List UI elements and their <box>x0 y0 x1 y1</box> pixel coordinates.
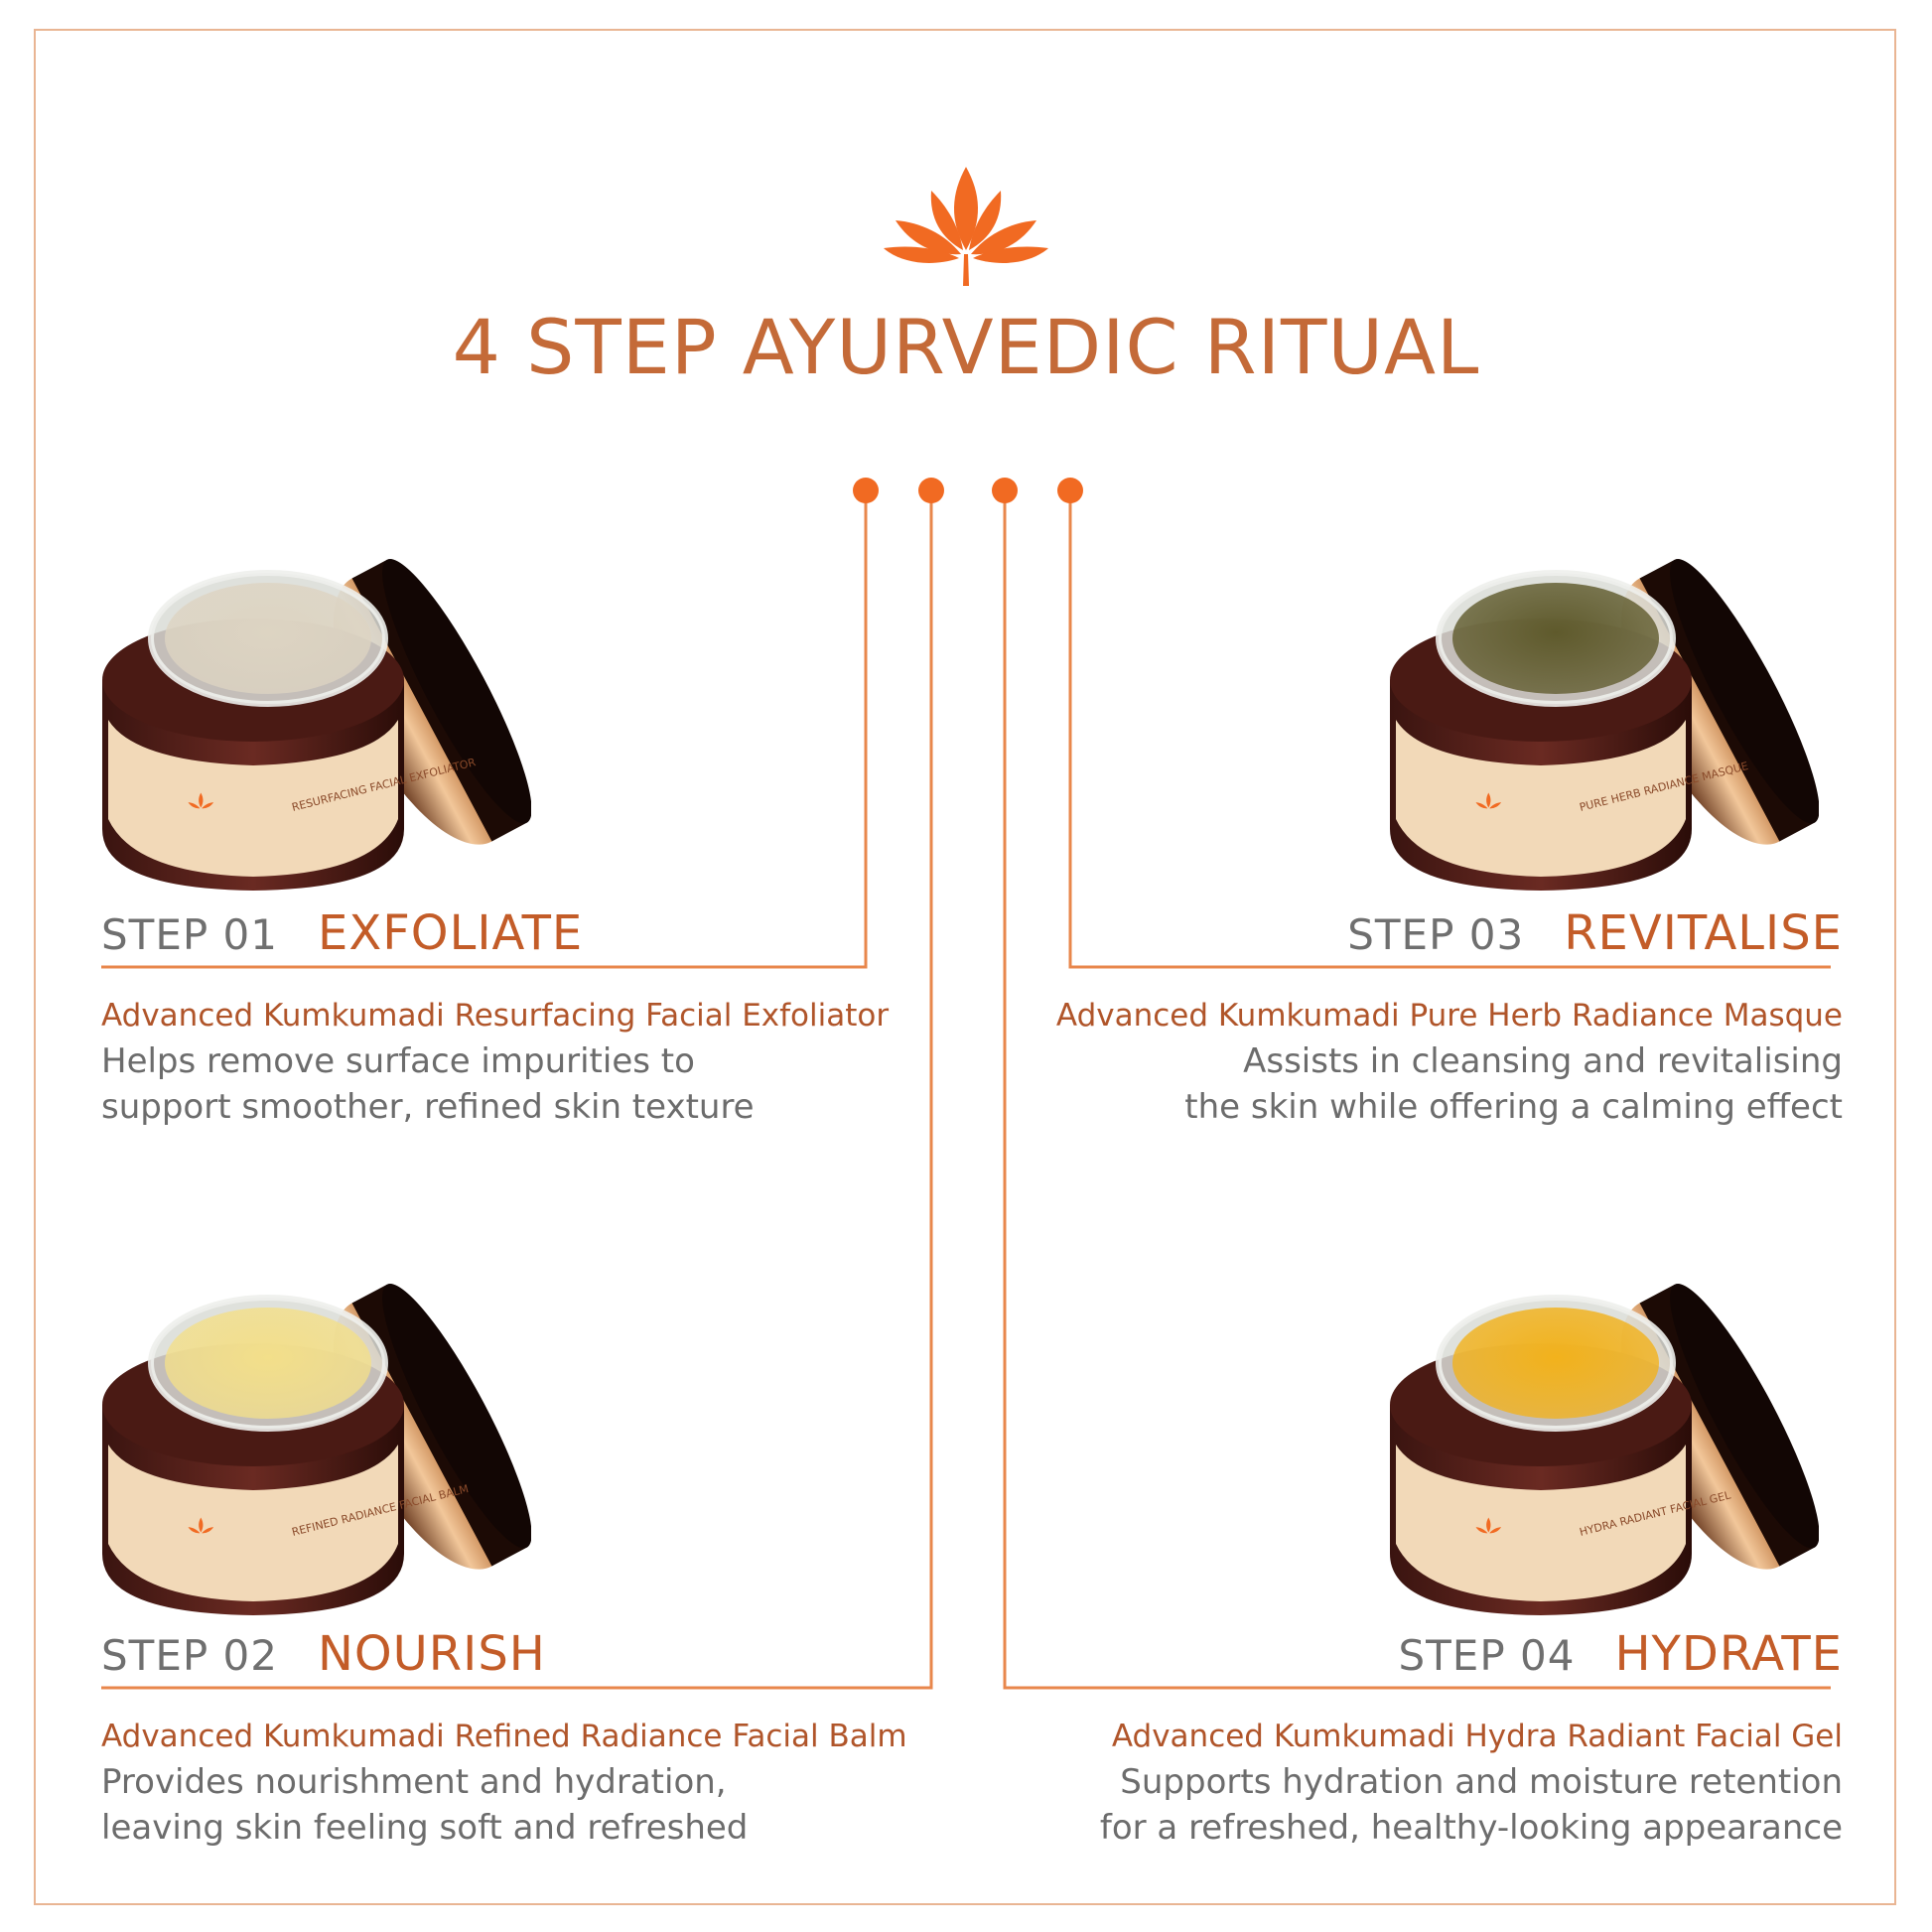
step-number: STEP 02 <box>101 1631 278 1680</box>
product-description-line1: Helps remove surface impurities to <box>101 1041 695 1081</box>
step-03-block: STEP 03 REVITALISE Advanced Kumkumadi Pur… <box>1029 905 1843 1130</box>
connector-step-01 <box>101 492 868 969</box>
product-description-line2: support smoother, refined skin texture <box>101 1087 755 1127</box>
product-name: Advanced Kumkumadi Refined Radiance Faci… <box>101 1719 907 1754</box>
product-description-line1: Provides nourishment and hydration, <box>101 1762 727 1802</box>
dot-step-03 <box>992 478 1018 503</box>
step-number: STEP 03 <box>1347 910 1525 959</box>
product-name: Advanced Kumkumadi Pure Herb Radiance Ma… <box>1055 998 1843 1034</box>
step-number: STEP 01 <box>101 910 278 959</box>
lotus-icon <box>884 167 1048 286</box>
step-02-block: STEP 02 NOURISH Advanced Kumkumadi Refine… <box>101 1626 915 1851</box>
step-number: STEP 04 <box>1398 1631 1576 1680</box>
step-name: NOURISH <box>317 1626 546 1682</box>
product-jar-gel: HYDRA RADIANT FACIAL GEL <box>1382 1256 1820 1623</box>
product-description-line1: Assists in cleansing and revitalising <box>1243 1041 1843 1081</box>
connector-step-02 <box>101 492 933 1690</box>
product-description-line2: the skin while offering a calming effect <box>1184 1087 1843 1127</box>
connector-step-04 <box>1003 492 1831 1690</box>
product-description-line2: for a refreshed, healthy-looking appeara… <box>1099 1808 1843 1848</box>
step-01-block: STEP 01 EXFOLIATE Advanced Kumkumadi Resu… <box>101 905 915 1130</box>
dot-step-04 <box>1057 478 1083 503</box>
border-frame <box>34 29 1896 1905</box>
product-description-line1: Supports hydration and moisture retentio… <box>1120 1762 1843 1802</box>
product-description-line2: leaving skin feeling soft and refreshed <box>101 1808 749 1848</box>
dot-step-02 <box>918 478 944 503</box>
product-jar-masque: PURE HERB RADIANCE MASQUE <box>1382 531 1820 898</box>
product-name: Advanced Kumkumadi Resurfacing Facial Ex… <box>101 998 890 1034</box>
product-jar-exfoliator: RESURFACING FACIAL EXFOLIATOR <box>94 531 532 898</box>
dot-step-01 <box>853 478 879 503</box>
step-name: REVITALISE <box>1564 905 1843 961</box>
step-name: HYDRATE <box>1614 1626 1843 1682</box>
step-04-block: STEP 04 HYDRATE Advanced Kumkumadi Hydra … <box>1029 1626 1843 1851</box>
product-name: Advanced Kumkumadi Hydra Radiant Facial … <box>1111 1719 1843 1754</box>
connector-step-03 <box>1068 492 1831 969</box>
page-title: 4 STEP AYURVEDIC RITUAL <box>452 303 1480 391</box>
product-jar-balm: REFINED RADIANCE FACIAL BALM <box>94 1256 532 1623</box>
step-name: EXFOLIATE <box>317 905 584 961</box>
